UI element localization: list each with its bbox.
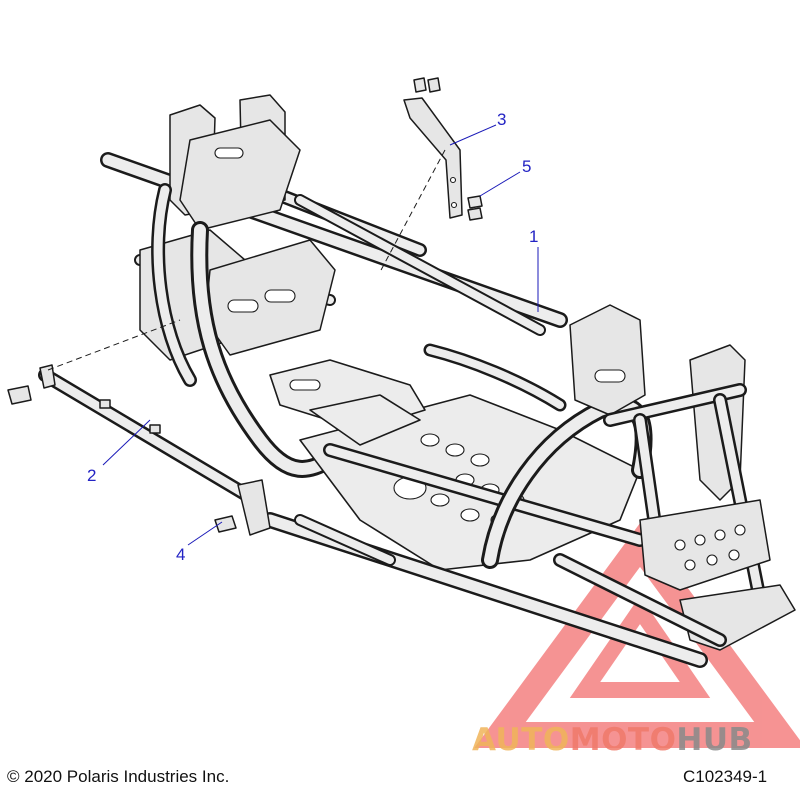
callout-2: 2	[87, 466, 97, 485]
cross-tube	[38, 364, 271, 536]
leader-2	[102, 419, 151, 466]
leader-5	[479, 171, 521, 197]
callout-1: 1	[529, 227, 539, 246]
floor-holes	[393, 433, 525, 527]
bolt-left	[7, 385, 32, 405]
leader-4	[187, 521, 223, 546]
bolt-set-4	[214, 515, 237, 533]
callout-4: 4	[176, 545, 186, 564]
assembly-line-cross-tube	[47, 319, 181, 371]
leader-3	[449, 124, 497, 146]
assembly-line-bracket	[379, 149, 446, 273]
bolt-set-top	[413, 77, 441, 93]
copyright-text: © 2020 Polaris Industries Inc.	[7, 767, 230, 786]
callout-5: 5	[522, 157, 532, 176]
watermark-auto: AUTO	[472, 722, 570, 758]
watermark-text: AUTOMOTOHUB	[472, 722, 753, 758]
bolt-set-5	[467, 195, 483, 221]
front-plate-holes	[674, 524, 746, 571]
bracket	[403, 97, 463, 219]
figure-code: C102349-1	[683, 767, 768, 786]
callout-3: 3	[497, 110, 507, 129]
main-frame	[100, 94, 796, 668]
watermark-moto: MOTO	[569, 722, 677, 758]
watermark-hub: HUB	[676, 722, 753, 758]
